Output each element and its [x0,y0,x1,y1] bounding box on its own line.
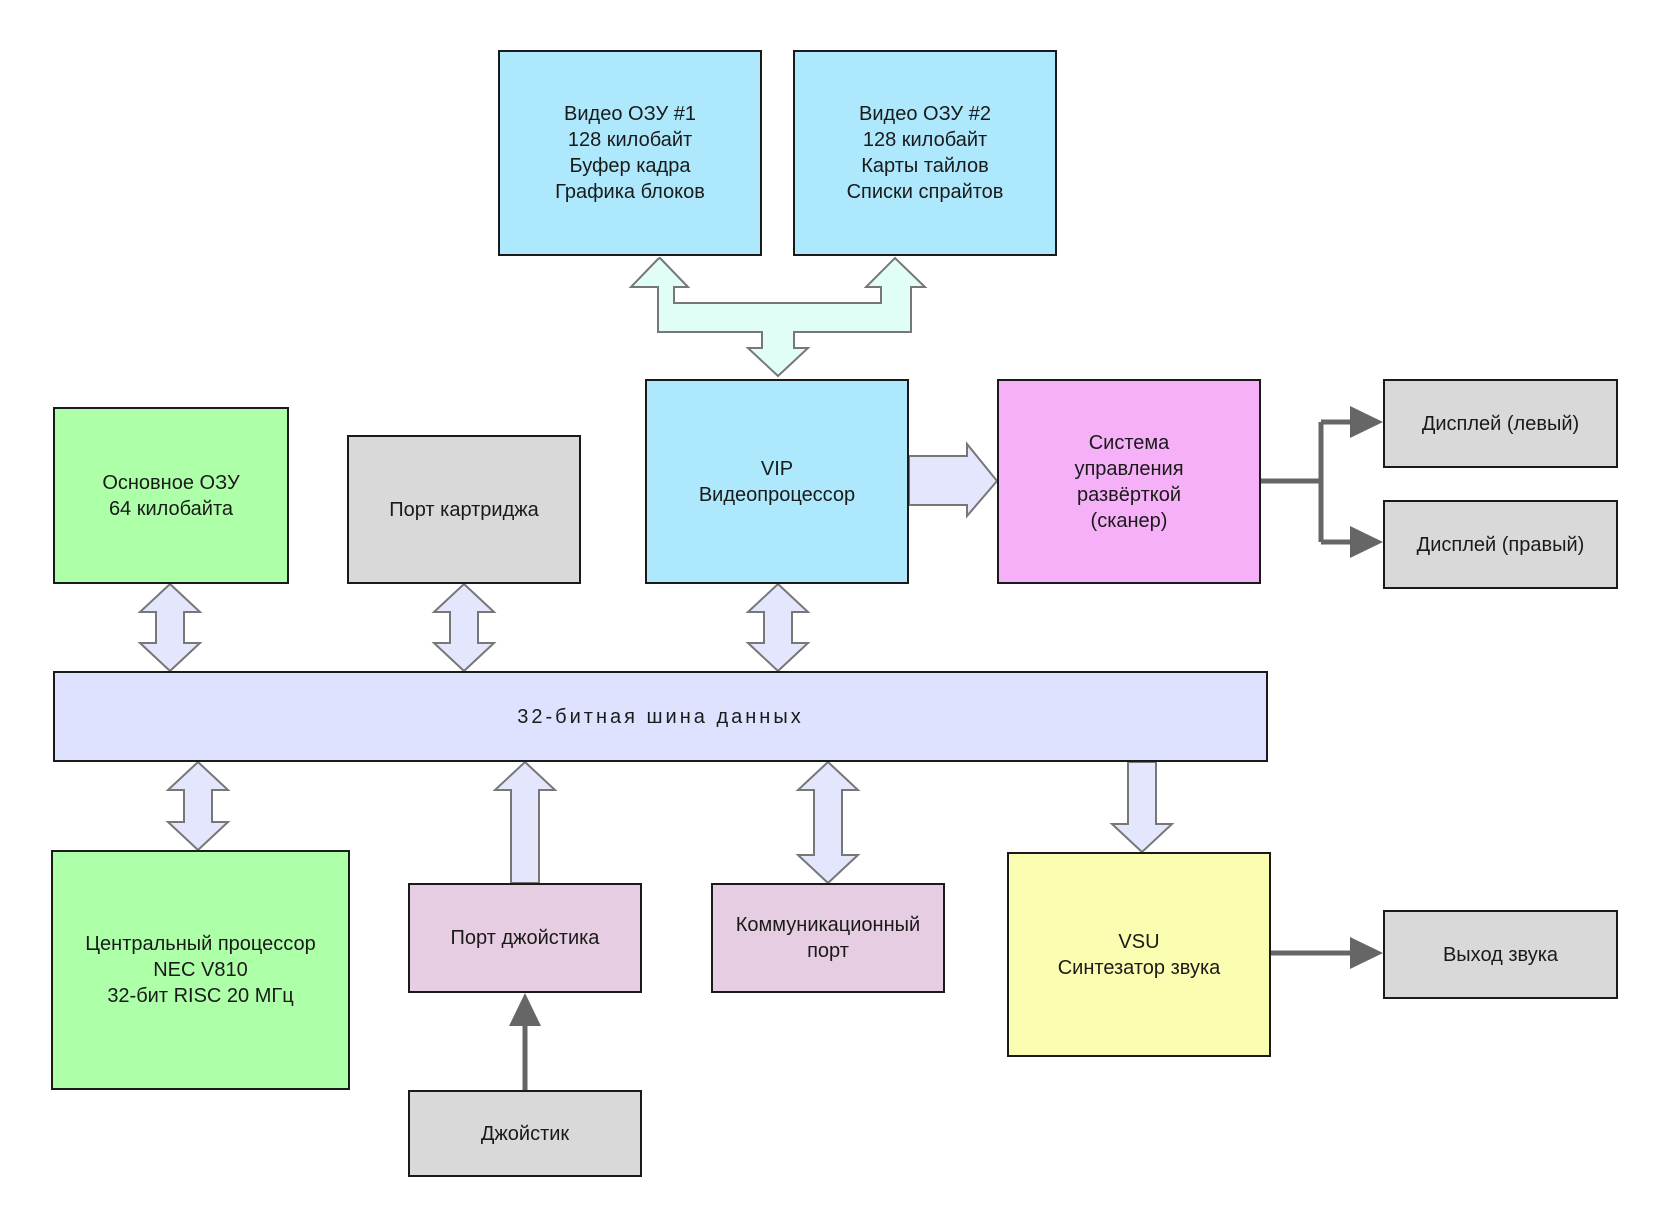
video-ram-1-block: Видео ОЗУ #1 128 килобайт Буфер кадра Гр… [498,50,762,256]
cartridge-bus-arrow [431,582,497,673]
cpu-block: Центральный процессор NEC V810 32-бит RI… [51,850,350,1090]
scanner-display-connector [1261,419,1355,545]
display-right-arrowhead [1350,526,1383,558]
vip-scanner-arrow [908,441,999,519]
cpu-bus-arrow [165,760,231,852]
main-ram-bus-arrow [137,582,203,673]
vip-bus-arrow [745,582,811,673]
display-right-block: Дисплей (правый) [1383,500,1618,589]
display-left-block: Дисплей (левый) [1383,379,1618,468]
joystick-port-block: Порт джойстика [408,883,642,993]
bus-vsu-arrow [1109,761,1175,854]
vip-vram-arrow [628,256,928,378]
vip-block: VIP Видеопроцессор [645,379,909,584]
scanner-block: Система управления развёрткой (сканер) [997,379,1261,584]
joystick-block: Джойстик [408,1090,642,1177]
vsu-block: VSU Синтезатор звука [1007,852,1271,1057]
audio-out-block: Выход звука [1383,910,1618,999]
audio-out-arrowhead [1350,937,1383,969]
joystick-port-arrowhead [509,993,541,1026]
comm-port-block: Коммуникационный порт [711,883,945,993]
display-left-arrowhead [1350,406,1383,438]
video-ram-2-block: Видео ОЗУ #2 128 килобайт Карты тайлов С… [793,50,1057,256]
cartridge-port-block: Порт картриджа [347,435,581,584]
data-bus: 32-битная шина данных [53,671,1268,762]
joystick-port-bus-arrow [492,760,558,884]
comm-port-bus-arrow [795,760,861,885]
main-ram-block: Основное ОЗУ 64 килобайта [53,407,289,584]
